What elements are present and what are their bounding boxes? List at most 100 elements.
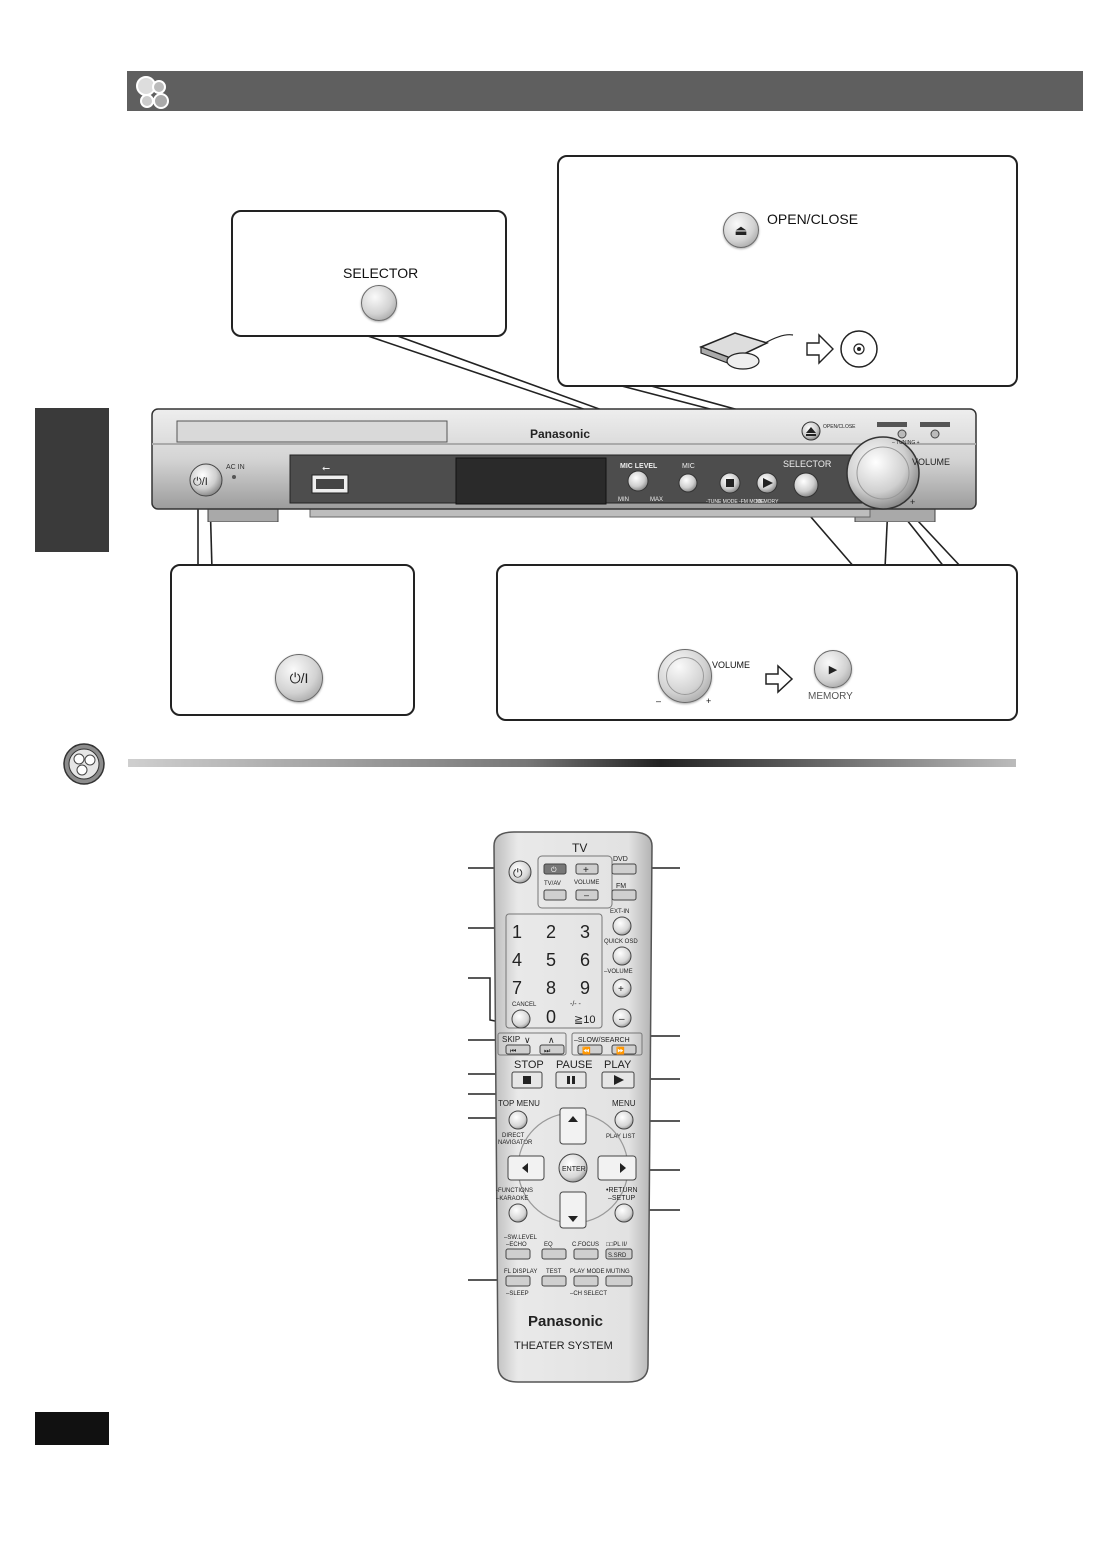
- remote-brand: Panasonic: [528, 1313, 603, 1330]
- mic-label: MIC: [682, 463, 695, 470]
- remote-fm-label: FM: [616, 883, 626, 890]
- open-close-callout: ⏏ OPEN/CLOSE: [557, 155, 1018, 387]
- svg-text:⏩: ⏩: [616, 1046, 625, 1055]
- remote-cancel-label: CANCEL: [512, 1002, 537, 1008]
- eject-icon: ⏏: [734, 221, 748, 238]
- tune-mode-label: -TUNE MODE -FM MODE: [706, 499, 765, 505]
- svg-text:⏮: ⏮: [510, 1048, 516, 1055]
- svg-text:∨: ∨: [524, 1035, 531, 1045]
- remote-plus10-label: ≧10: [574, 1014, 595, 1026]
- unit-volume-plus: +: [910, 497, 915, 507]
- svg-text:+: +: [618, 984, 624, 995]
- remote-ext-in-label: EXT-IN: [610, 909, 629, 915]
- arrow-right-icon: [765, 664, 794, 694]
- svg-text:⏪: ⏪: [582, 1046, 591, 1055]
- unit-brand: Panasonic: [530, 427, 590, 441]
- unit-memory-label: MEMORY: [756, 499, 779, 505]
- svg-text:⏻: ⏻: [551, 866, 557, 874]
- remote-test-label: TEST: [546, 1269, 562, 1275]
- remote-top-menu-label: TOP MENU: [498, 1099, 540, 1108]
- selector-callout: SELECTOR: [231, 210, 507, 337]
- unit-selector-label: SELECTOR: [783, 459, 832, 469]
- digit-8: 8: [546, 978, 556, 998]
- remote-skip-label: SKIP: [502, 1035, 520, 1044]
- digit-5: 5: [546, 950, 556, 970]
- volume-memory-callout: VOLUME – + ▶ MEMORY: [496, 564, 1018, 721]
- side-tab: [35, 408, 109, 552]
- disc-icon: [840, 330, 878, 368]
- remote-model: THEATER SYSTEM: [514, 1340, 613, 1352]
- digit-7: 7: [512, 978, 522, 998]
- unit-power-symbol: ⏻/I: [193, 476, 208, 488]
- mic-max-label: MAX: [650, 497, 663, 503]
- remote-sleep-label: –SLEEP: [506, 1291, 529, 1297]
- mic-level-label: MIC LEVEL: [620, 463, 658, 470]
- remote-navigator-label: NAVIGATOR: [498, 1140, 533, 1146]
- usb-icon: ⭠: [322, 463, 330, 474]
- remote-slow-search-label: –SLOW/SEARCH: [574, 1037, 630, 1044]
- remote-return-label: •RETURN: [606, 1187, 638, 1194]
- svg-text:⏭: ⏭: [544, 1048, 551, 1055]
- volume-knob[interactable]: [658, 649, 712, 703]
- main-unit-illustration: Panasonic ⏻/I AC IN ⭠ MIC LEVEL MIN MAX …: [151, 408, 977, 522]
- section-separator: [63, 743, 1016, 785]
- power-icon: ⏻/I: [289, 669, 309, 686]
- memory-play-button[interactable]: ▶: [814, 650, 852, 688]
- remote-s-srd-label: S.SRD: [608, 1253, 627, 1259]
- digit-0: 0: [546, 1007, 556, 1027]
- mic-min-label: MIN: [618, 497, 629, 503]
- page-number-block: [35, 1412, 109, 1445]
- remote-stop-label: STOP: [514, 1059, 544, 1071]
- svg-text:∧: ∧: [548, 1035, 555, 1045]
- remote-karaoke-label: –KARAOKE: [496, 1196, 528, 1202]
- remote-dvd-label: DVD: [613, 856, 628, 863]
- remote-tv-label: TV: [572, 841, 587, 855]
- remote-ch-select-label: –CH SELECT: [570, 1291, 607, 1297]
- remote-functions-label: -FUNCTIONS: [496, 1188, 533, 1194]
- remote-sw-level-label: –SW.LEVEL: [504, 1235, 538, 1241]
- disc-insert-illustration: [698, 330, 878, 370]
- digit-3: 3: [580, 922, 590, 942]
- open-close-label: OPEN/CLOSE: [767, 211, 859, 227]
- remote-dash-slash-label: -/- -: [570, 1001, 582, 1008]
- selector-button[interactable]: [361, 285, 397, 321]
- remote-echo-label: –ECHO: [506, 1242, 527, 1248]
- unit-volume-label: VOLUME: [912, 457, 950, 467]
- remote-play-list-label: PLAY LIST: [606, 1134, 635, 1140]
- remote-tv-av-label: TV/AV: [544, 881, 561, 887]
- svg-text:+: +: [583, 865, 589, 876]
- remote-c-focus-label: C.FOCUS: [572, 1242, 599, 1248]
- volume-label: VOLUME: [712, 660, 751, 670]
- svg-text:–: –: [619, 1014, 625, 1025]
- volume-minus: –: [656, 696, 662, 706]
- selector-label: SELECTOR: [343, 265, 419, 281]
- remote-fl-display-label: FL DISPLAY: [504, 1269, 537, 1275]
- digit-4: 4: [512, 950, 522, 970]
- ac-in-label: AC IN: [226, 464, 245, 471]
- arrow-right-icon: [806, 333, 834, 365]
- remote-volume-label: –VOLUME: [604, 969, 633, 975]
- digit-6: 6: [580, 950, 590, 970]
- remote-quick-osd-label: QUICK OSD: [604, 939, 638, 945]
- play-icon: ▶: [828, 663, 838, 676]
- remote-play-mode-label: PLAY MODE: [570, 1269, 604, 1275]
- open-close-button[interactable]: ⏏: [723, 212, 759, 248]
- unit-open-close-label: OPEN/CLOSE: [823, 424, 856, 430]
- volume-plus: +: [706, 696, 712, 706]
- digit-2: 2: [546, 922, 556, 942]
- bubbles-icon: [136, 76, 169, 109]
- remote-pause-label: PAUSE: [556, 1059, 592, 1071]
- unit-volume-minus: –: [842, 497, 847, 507]
- disc-stack-icon: [63, 743, 105, 785]
- remote-pl2-label: □□PL II/: [606, 1242, 627, 1248]
- remote-menu-label: MENU: [612, 1099, 636, 1108]
- remote-direct-label: DIRECT: [502, 1133, 525, 1139]
- digit-1: 1: [512, 922, 522, 942]
- power-callout: ⏻/I: [170, 564, 415, 716]
- digit-9: 9: [580, 978, 590, 998]
- remote-eq-label: EQ: [544, 1242, 553, 1248]
- memory-label: MEMORY: [808, 691, 853, 702]
- disc-tray-icon: [698, 332, 794, 370]
- remote-play-label: PLAY: [604, 1059, 632, 1071]
- power-button[interactable]: ⏻/I: [275, 654, 323, 702]
